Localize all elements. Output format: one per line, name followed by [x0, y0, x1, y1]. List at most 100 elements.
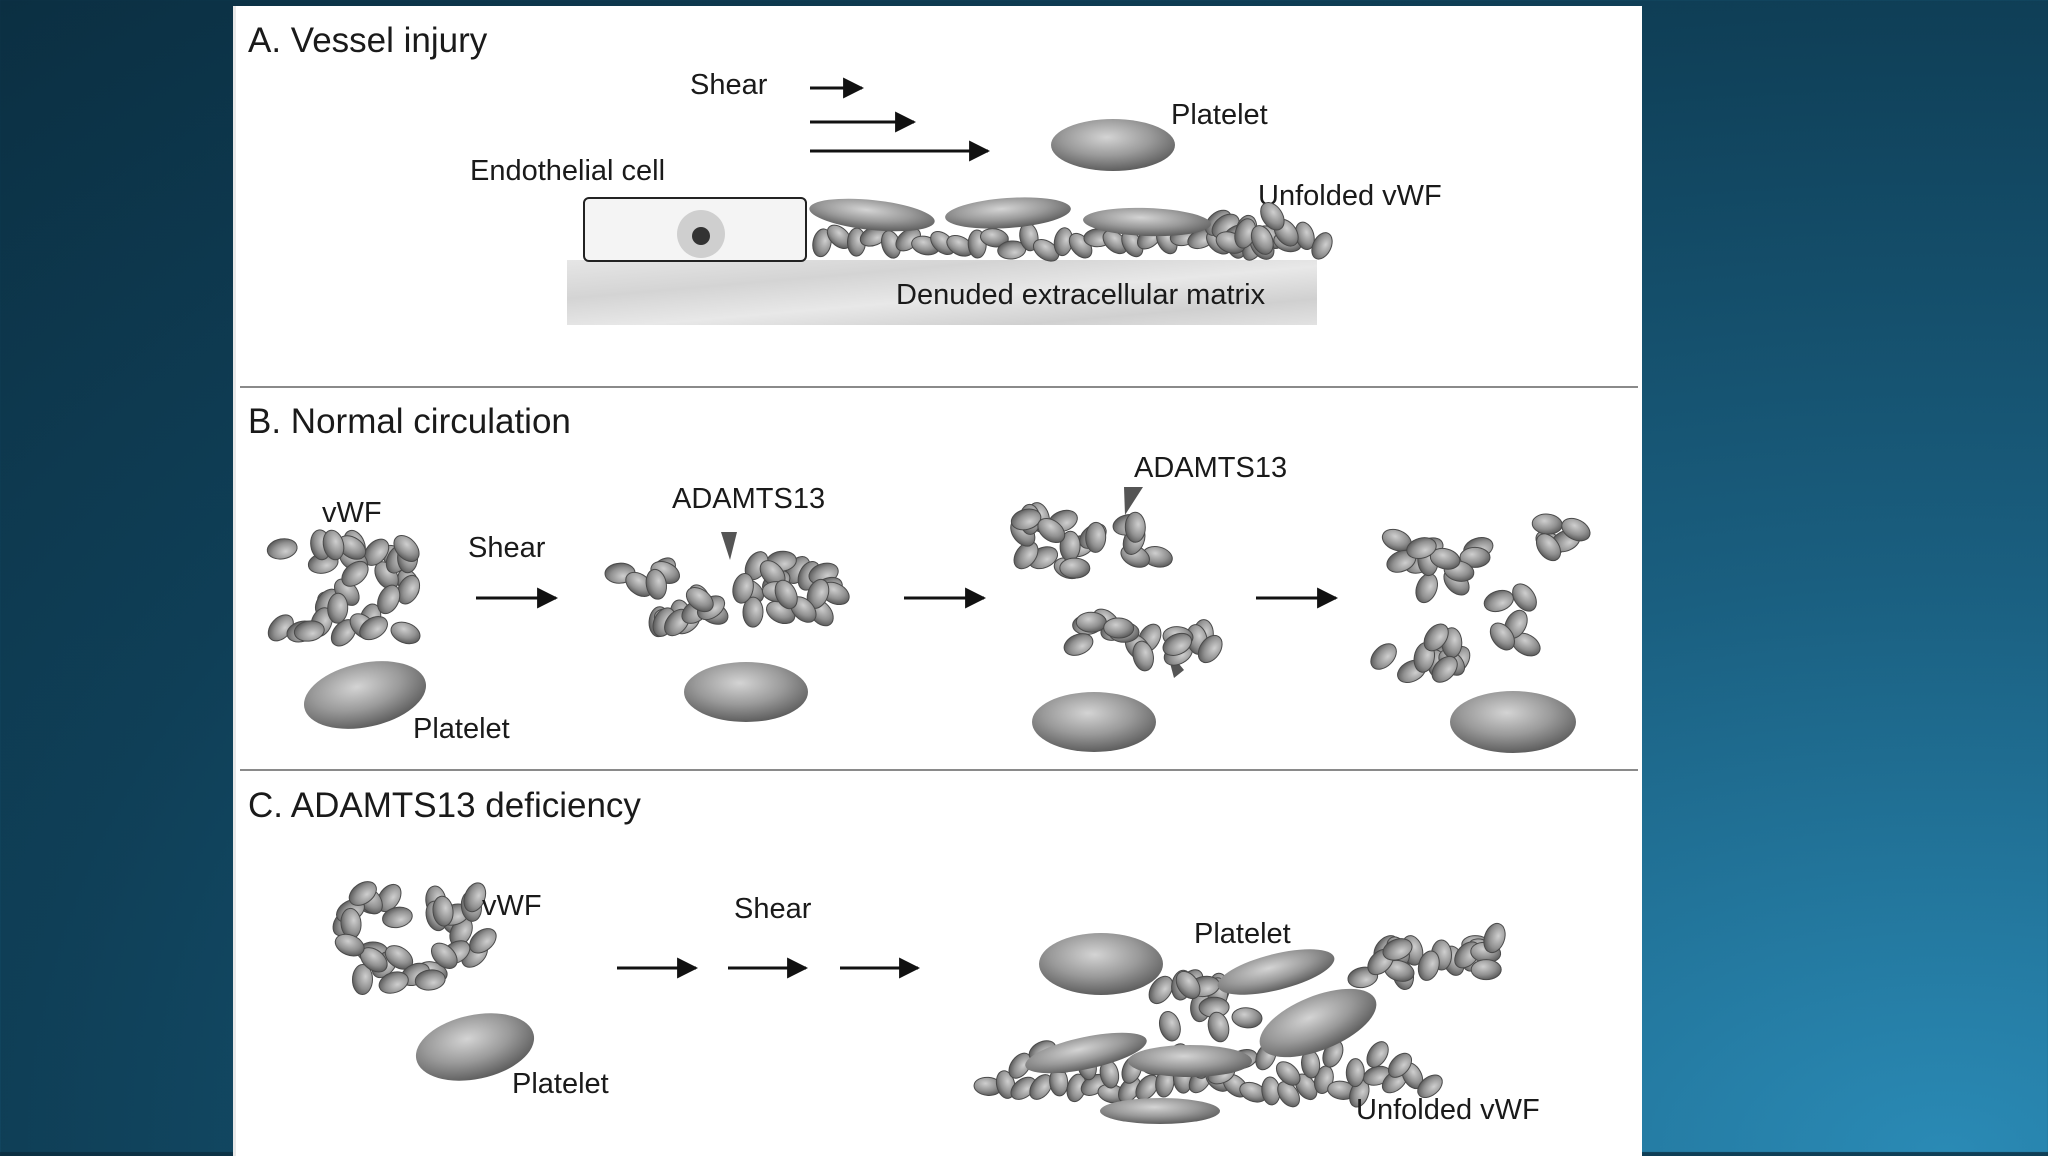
- vwf-monomer: [1037, 517, 1066, 544]
- vwf-monomer: [1311, 232, 1333, 260]
- vwf-monomer: [1382, 938, 1413, 961]
- vwf-monomer: [1366, 1041, 1389, 1068]
- vwf-monomer: [1063, 633, 1094, 656]
- platelet-label-c-right: Platelet: [1194, 918, 1291, 950]
- matrix-label: Denuded extracellular matrix: [896, 279, 1266, 311]
- vwf-monomer: [463, 882, 487, 913]
- vwf-monomer: [322, 529, 345, 561]
- unfolded-vwf-label-c: Unfolded vWF: [1356, 1094, 1540, 1126]
- vwf-monomer: [742, 596, 764, 628]
- vwf-monomer: [396, 574, 421, 605]
- vwf-monomer: [1489, 622, 1515, 651]
- unfolded-vwf-label-a: Unfolded vWF: [1258, 180, 1442, 212]
- shear-label-c: Shear: [734, 893, 812, 925]
- vwf-monomer: [1531, 513, 1563, 535]
- platelet: [1083, 207, 1211, 237]
- vwf-monomer: [1483, 589, 1514, 613]
- cleavage-marker-icon: [1124, 487, 1143, 515]
- vwf-monomer: [1102, 230, 1128, 255]
- platelet: [945, 197, 1071, 229]
- panel-c-title: C. ADAMTS13 deficiency: [248, 786, 641, 825]
- panel-divider-ab: [240, 386, 1638, 388]
- vwf-monomer: [1010, 508, 1042, 531]
- vwf-monomer: [1459, 546, 1491, 568]
- vwf-monomer: [1250, 225, 1274, 255]
- vwf-monomer: [382, 906, 413, 929]
- vwf-monomer: [1387, 1052, 1413, 1078]
- vwf-monomer: [1423, 623, 1449, 652]
- vwf-monomer: [685, 587, 714, 613]
- vwf-monomer: [1013, 541, 1039, 570]
- vwf-monomer: [1417, 1074, 1443, 1099]
- shear-label-a: Shear: [690, 69, 768, 101]
- vwf-monomer: [1148, 975, 1174, 1005]
- vwf-monomer: [1535, 533, 1562, 562]
- unfolded-vwf: [812, 202, 1333, 262]
- vwf-monomer: [1260, 202, 1285, 231]
- vwf-monomer: [1124, 511, 1146, 543]
- vwf-monomer: [359, 616, 388, 641]
- vwf-monomer: [341, 560, 369, 587]
- vwf-monomer: [1075, 611, 1107, 633]
- vwf-monomer: [774, 579, 798, 610]
- panel-b-title: B. Normal circulation: [248, 402, 571, 441]
- vwf-monomer: [1431, 655, 1458, 683]
- platelet: [1450, 691, 1576, 753]
- vwf-label-c: vWF: [482, 890, 542, 922]
- vwf-monomer: [1231, 1007, 1263, 1029]
- vwf-monomer: [1470, 959, 1502, 981]
- platelet: [1039, 933, 1163, 995]
- vwf-monomer: [1512, 583, 1537, 612]
- adamts13-label-1: ADAMTS13: [672, 483, 825, 515]
- vwf-monomer: [351, 964, 374, 995]
- vwf-monomer: [377, 584, 401, 615]
- platelet: [1100, 1098, 1220, 1124]
- vwf-monomer: [469, 928, 497, 954]
- adamts13-label-2: ADAMTS13: [1134, 452, 1287, 484]
- vwf-monomer: [1483, 922, 1506, 954]
- platelet: [1051, 119, 1175, 171]
- platelet: [1259, 988, 1377, 1058]
- vwf-monomer: [1029, 1074, 1053, 1100]
- vwf-monomer: [1345, 1058, 1365, 1088]
- platelet: [1032, 692, 1156, 752]
- cell-nucleolus: [692, 227, 710, 245]
- vwf-monomer: [348, 881, 377, 906]
- vwf-monomer: [1162, 632, 1193, 656]
- vwf-monomer: [1032, 238, 1060, 262]
- vwf-monomer: [1197, 634, 1223, 664]
- vwf-label-b: vWF: [322, 497, 382, 529]
- vwf-monomer: [1370, 643, 1397, 670]
- vwf-monomer: [1207, 1011, 1230, 1043]
- platelet-label-b: Platelet: [413, 713, 510, 745]
- platelet: [303, 661, 427, 729]
- panel-a-title: A. Vessel injury: [248, 21, 488, 60]
- vwf-monomer: [432, 895, 454, 927]
- vwf-monomer: [266, 538, 298, 560]
- vwf-monomer: [393, 535, 420, 562]
- vwf-monomer: [390, 621, 421, 645]
- vwf-stretched: [604, 550, 850, 638]
- vwf-monomer: [980, 228, 1009, 248]
- vwf-monomer: [378, 971, 409, 994]
- vwf-monomer: [812, 228, 832, 258]
- panel-divider-bc: [240, 769, 1638, 771]
- vwf-monomer: [293, 620, 325, 642]
- platelet: [809, 198, 935, 232]
- vwf-monomer: [327, 592, 349, 624]
- vwf-monomer: [414, 969, 446, 991]
- vwf-monomer: [1103, 617, 1135, 639]
- vwf-monomer: [1417, 950, 1440, 981]
- vwf-monomer: [1085, 521, 1107, 553]
- platelet-label-c-left: Platelet: [512, 1068, 609, 1100]
- platelet: [1217, 949, 1335, 995]
- shear-label-b: Shear: [468, 532, 546, 564]
- platelet: [415, 1013, 535, 1081]
- vwf-fragments: [1010, 502, 1223, 672]
- platelet-label-a: Platelet: [1171, 99, 1268, 131]
- vwf-monomer: [1135, 1074, 1159, 1101]
- vwf-monomer: [732, 572, 754, 604]
- vwf-monomer: [1059, 557, 1091, 579]
- vwf-monomer: [1008, 1052, 1032, 1079]
